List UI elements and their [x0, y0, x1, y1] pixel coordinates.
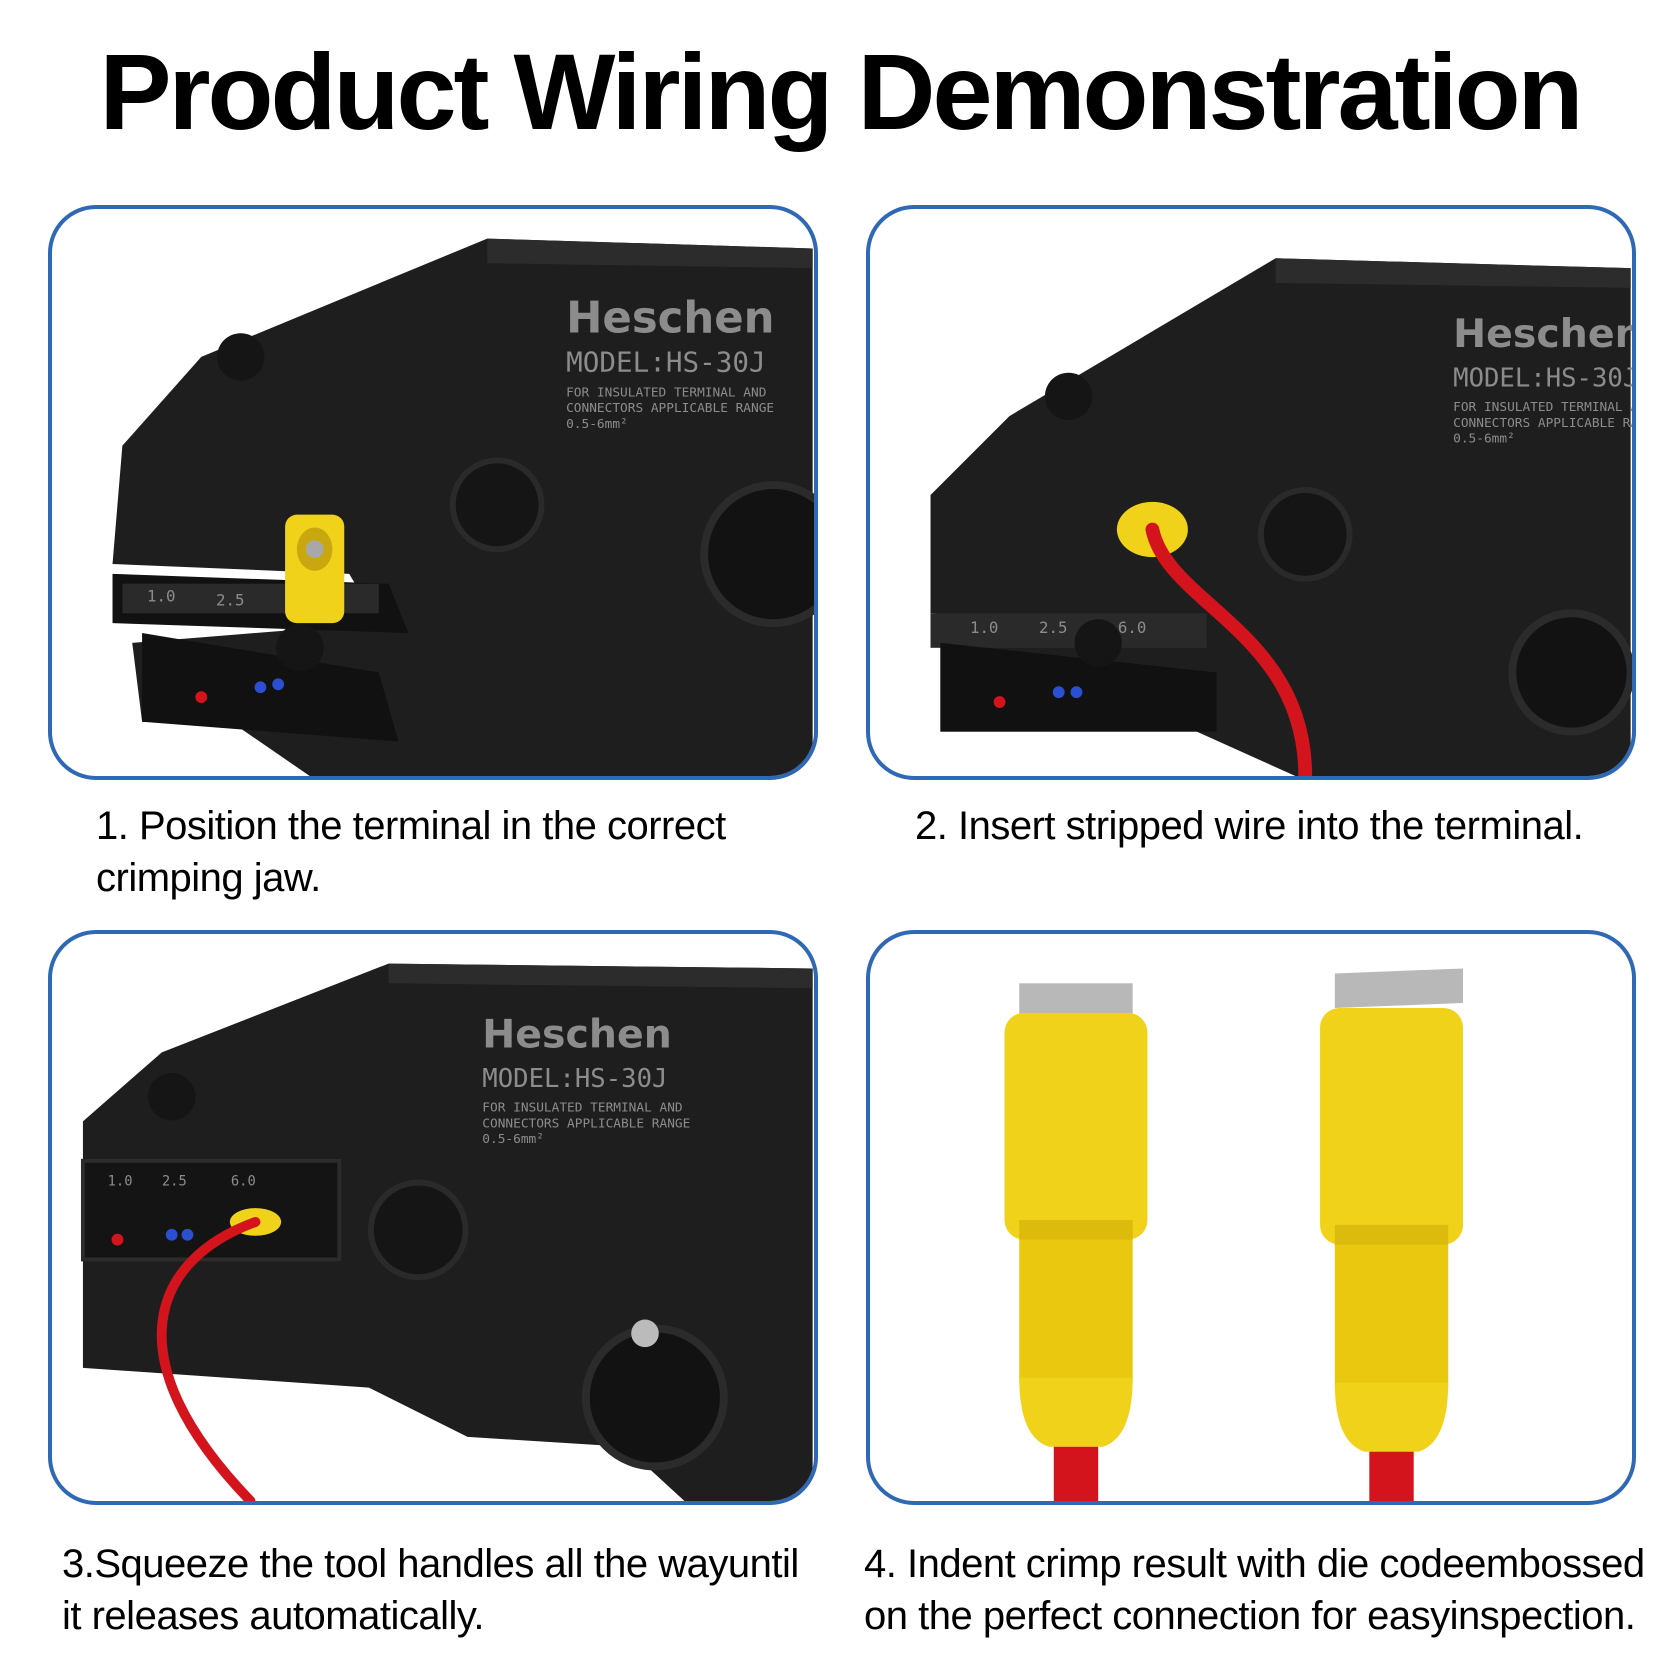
step-2-image-panel: 1.0 2.5 6.0 Heschen MODEL:HS-30J FOR INS… [866, 205, 1636, 780]
step-4-image-panel [866, 930, 1636, 1505]
step-3-caption-line-2: it releases automatically. [62, 1594, 485, 1638]
tool-spec-line-3: 0.5-6mm² [1453, 432, 1515, 447]
step-3-image-panel: 1.0 2.5 6.0 Heschen MODEL:HS-30J FOR INS… [48, 930, 818, 1505]
tool-spec-line-2: CONNECTORS APPLICABLE RANGE [566, 401, 774, 416]
crimped-terminals-illustration [1004, 968, 1464, 1501]
step-4-caption-line-2: on the perfect connection for easyinspec… [864, 1594, 1636, 1638]
tool-spec-line-1: FOR INSULATED TERMINAL AND [1453, 400, 1632, 415]
tool-spec-line-3: 0.5-6mm² [482, 1132, 544, 1147]
jaw-label-1: 1.0 [970, 618, 998, 637]
step-2-caption: 2. Insert stripped wire into the termina… [915, 800, 1655, 852]
step-1-caption: 1. Position the terminal in the correct … [96, 800, 836, 904]
tool-brand-text: Heschen [482, 1011, 672, 1057]
crimping-tool-open-illustration: 1.0 2.5 6.0 Heschen MODEL:HS-30J FOR INS… [112, 238, 814, 776]
step-1-image-panel: 1.0 2.5 6.0 Heschen MODEL:HS-30J FOR INS… [48, 205, 818, 780]
step-4-caption: 4. Indent crimp result with die codeembo… [864, 1538, 1674, 1642]
step-2-caption-line-1: 2. Insert stripped wire into the termina… [915, 804, 1584, 848]
jaw-label-3: 6.0 [1118, 618, 1146, 637]
crimping-tool-squeezed-illustration: 1.0 2.5 6.0 Heschen MODEL:HS-30J FOR INS… [80, 963, 813, 1501]
jaw-label-2: 2.5 [216, 590, 244, 609]
step-3-caption: 3.Squeeze the tool handles all the wayun… [62, 1538, 852, 1642]
step-3-caption-line-1: 3.Squeeze the tool handles all the wayun… [62, 1542, 799, 1586]
tool-spec-line-2: CONNECTORS APPLICABLE RANGE [1453, 416, 1632, 431]
crimping-tool-wire-insert-illustration: 1.0 2.5 6.0 Heschen MODEL:HS-30J FOR INS… [930, 258, 1632, 776]
step-1-caption-line-1: 1. Position the terminal in the correct [96, 804, 726, 848]
tool-model-text: MODEL:HS-30J [482, 1064, 667, 1094]
page-title: Product Wiring Demonstration [99, 31, 1583, 152]
jaw-label-2: 2.5 [1039, 618, 1067, 637]
tool-spec-line-3: 0.5-6mm² [566, 417, 628, 432]
tool-brand-text: Heschen [566, 293, 774, 343]
step-1-caption-line-2: crimping jaw. [96, 856, 321, 900]
tool-spec-line-1: FOR INSULATED TERMINAL AND [482, 1100, 682, 1115]
tool-spec-line-1: FOR INSULATED TERMINAL AND [566, 385, 766, 400]
jaw-label-3: 6.0 [231, 1173, 256, 1189]
tool-brand-text: Heschen [1453, 311, 1632, 357]
tool-model-text: MODEL:HS-30J [1453, 363, 1632, 393]
jaw-label-1: 1.0 [147, 586, 175, 605]
step-4-caption-line-1: 4. Indent crimp result with die codeembo… [864, 1542, 1645, 1586]
tool-model-text: MODEL:HS-30J [566, 346, 765, 379]
tool-spec-line-2: CONNECTORS APPLICABLE RANGE [482, 1116, 690, 1131]
jaw-label-2: 2.5 [162, 1173, 187, 1189]
jaw-label-1: 1.0 [108, 1173, 133, 1189]
